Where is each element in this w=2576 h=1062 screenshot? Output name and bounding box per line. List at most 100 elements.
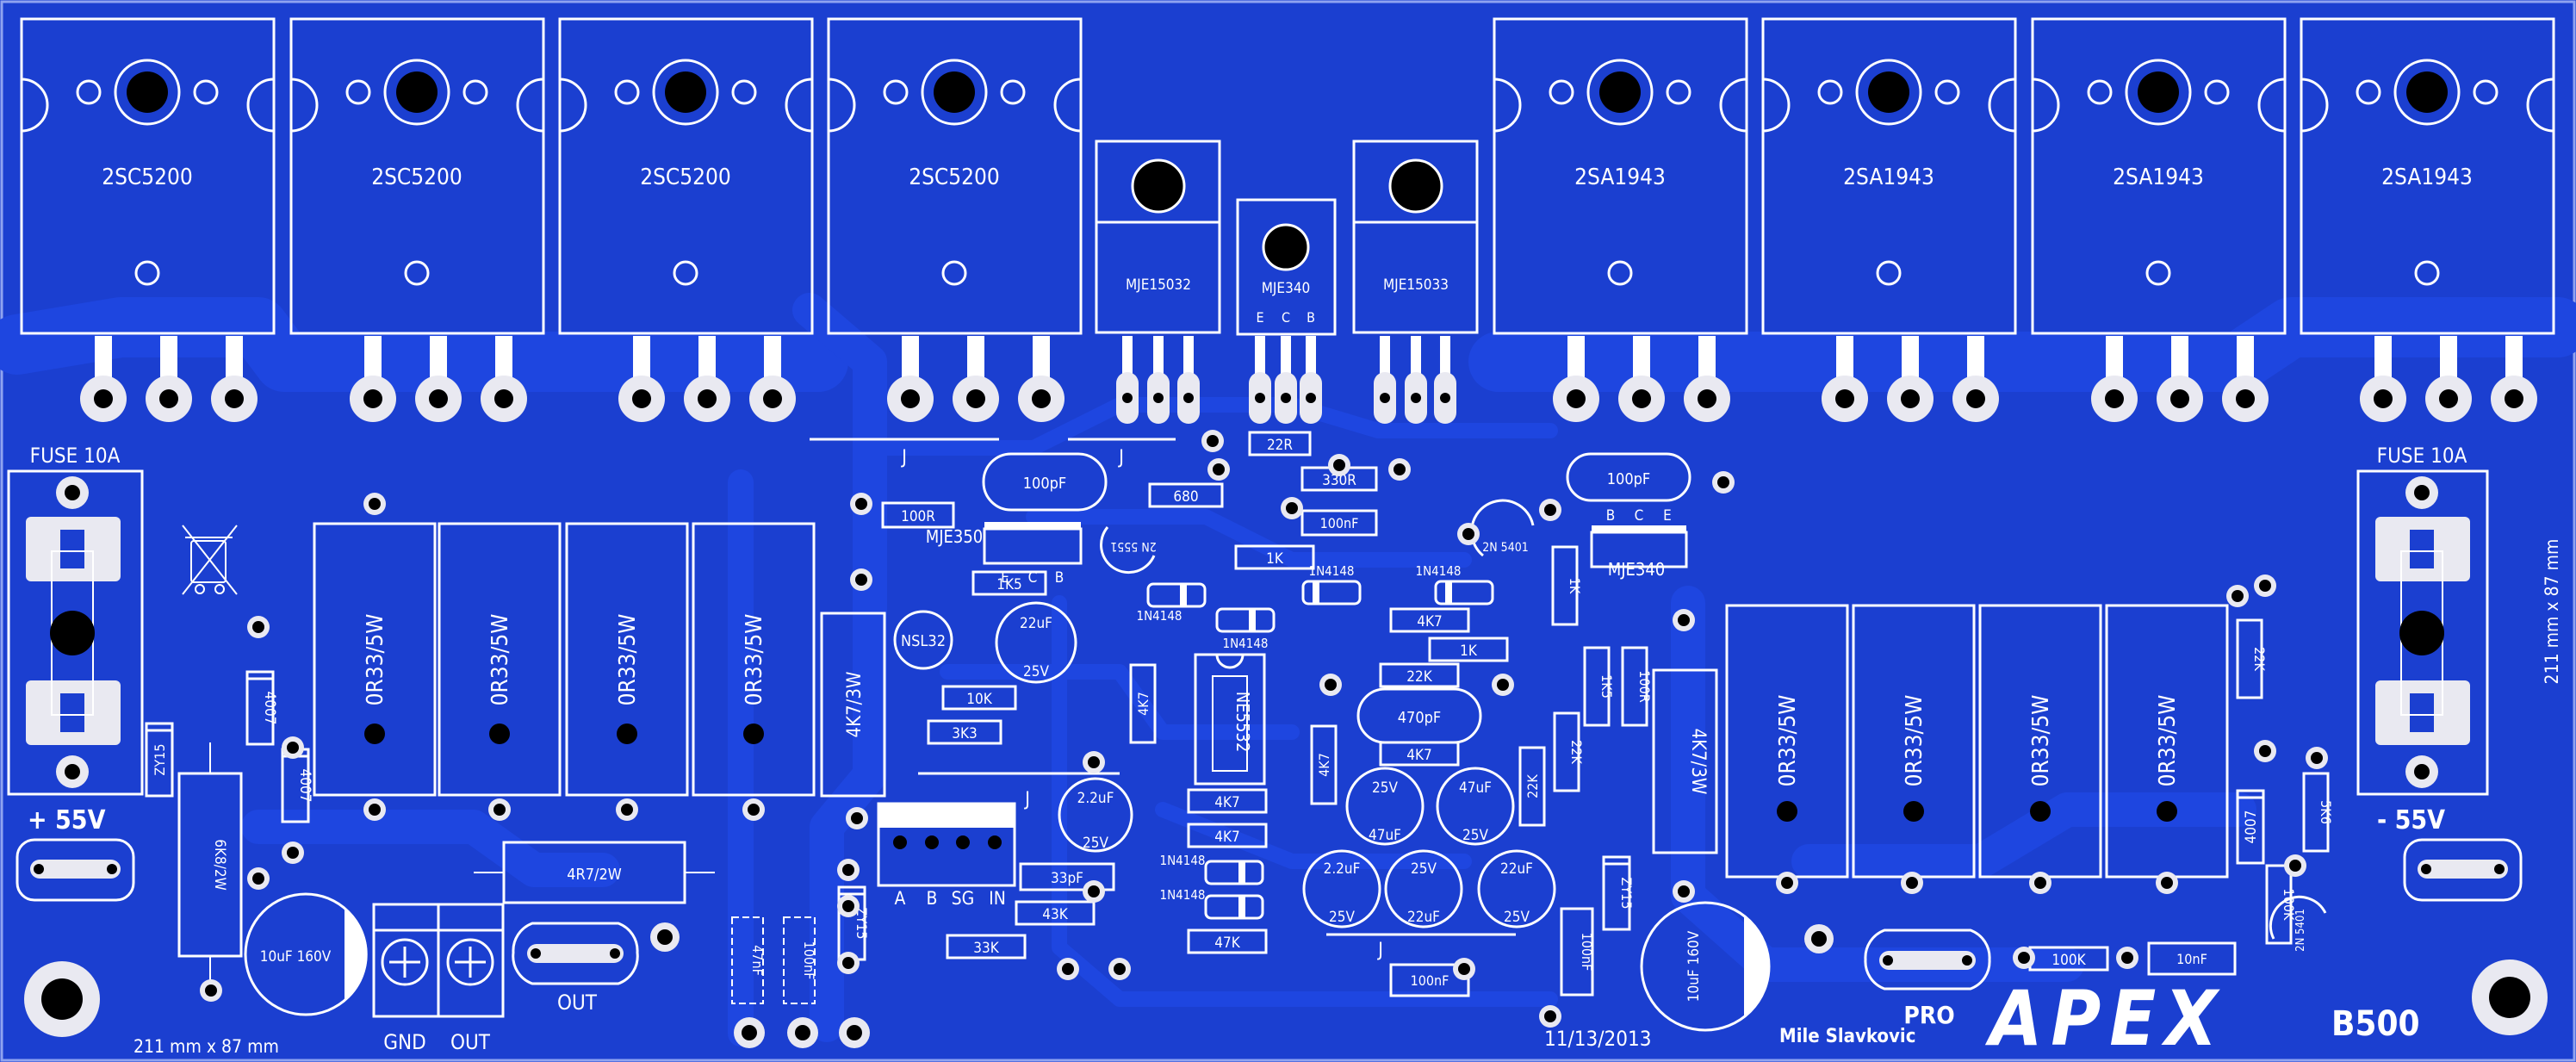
transistor-leg <box>495 336 512 379</box>
svg-text:0R33/5W: 0R33/5W <box>2028 695 2054 787</box>
svg-text:4K7: 4K7 <box>1214 794 1239 811</box>
input-pin-sg: SG <box>952 888 975 909</box>
output-transistor-5: 2SA1943 <box>1493 17 1748 335</box>
svg-text:B: B <box>1606 507 1616 525</box>
via-hole <box>2121 952 2133 964</box>
svg-text:1N4148: 1N4148 <box>1159 853 1205 868</box>
svg-text:C: C <box>1028 569 1038 587</box>
input-pin-a: A <box>895 888 906 909</box>
diode-1n4148: 1N4148 <box>1159 887 1264 920</box>
drill-hole <box>763 389 782 408</box>
resistor-1k: 1K <box>1551 545 1583 626</box>
via-hole <box>1458 963 1470 975</box>
transistor-label: 2SC5200 <box>102 165 193 190</box>
svg-text:4K7/3W: 4K7/3W <box>1687 729 1709 795</box>
transistor-mje340-small: B C E MJE340 <box>1590 507 1688 580</box>
emitter-resistor: 0R33/5W <box>438 522 562 797</box>
cap-10uf-160v-left: 10uF 160V <box>244 892 368 1016</box>
cap-22uf: 22uF 25V <box>995 601 1077 684</box>
drill-hole <box>1835 389 1854 408</box>
svg-text:0R33/5W: 0R33/5W <box>2155 695 2181 787</box>
model-label: B500 <box>2331 1004 2420 1044</box>
transistor-label: 2SA1943 <box>1843 165 1934 190</box>
via-hole <box>1717 476 1729 488</box>
transistor-mje350: MJE350 E C B <box>926 522 1083 587</box>
via-hole <box>1678 885 1690 897</box>
resistor-3k3: 3K3 <box>927 719 1002 745</box>
via-hole <box>287 742 299 754</box>
output-transistor-3: 2SC5200 <box>558 17 814 335</box>
transistor-label: 2SA1943 <box>2381 165 2473 190</box>
via-hole <box>1325 679 1337 691</box>
zener-zy15: ZY15 <box>145 722 174 798</box>
svg-text:25V: 25V <box>1329 909 1355 926</box>
fuse-left-label: FUSE 10A <box>30 444 121 468</box>
resistor-6k8-2w: 6K8/2W <box>177 742 243 986</box>
svg-text:22K: 22K <box>1524 774 1541 798</box>
svg-text:25V: 25V <box>1462 827 1488 844</box>
drill-hole <box>159 389 178 408</box>
date-label: 11/13/2013 <box>1544 1027 1651 1051</box>
via-hole <box>1394 463 1406 475</box>
output-transistor-7: 2SA1943 <box>2031 17 2287 335</box>
svg-text:10K: 10K <box>966 691 992 708</box>
output-transistor-pads <box>80 336 2537 422</box>
via-hole <box>748 804 760 816</box>
via-hole <box>1497 679 1509 691</box>
svg-text:0R33/5W: 0R33/5W <box>1902 695 1927 787</box>
small-resistors: 100R 1K5 10K 3K3 680 22R 330R 1K 4K7 1K … <box>881 431 2237 997</box>
svg-text:J: J <box>1117 447 1124 469</box>
svg-text:4007: 4007 <box>296 769 313 803</box>
transistor-leg <box>2237 336 2254 379</box>
drill-hole <box>1567 389 1586 408</box>
drill-hole <box>1698 389 1716 408</box>
transistor-leg <box>1633 336 1650 379</box>
cap-47nf: 47nF <box>731 916 766 1004</box>
supply-terminal-left <box>16 838 135 902</box>
resistor-1k: 1K <box>1234 544 1315 570</box>
via-hole <box>2311 752 2323 764</box>
drill-hole <box>2170 389 2189 408</box>
svg-text:4007: 4007 <box>261 692 278 725</box>
input-pin-in: IN <box>989 888 1006 909</box>
supply-negative-label: - 55V <box>2377 805 2445 835</box>
transistor-label: 2SC5200 <box>640 165 731 190</box>
svg-text:1N4148: 1N4148 <box>1222 636 1268 651</box>
via-hole <box>2161 877 2173 889</box>
resistor-100r: 100R <box>881 501 955 529</box>
transistor-leg <box>1033 336 1050 379</box>
cap-100pf-right: 100pF <box>1566 452 1691 502</box>
svg-text:E: E <box>1663 507 1672 525</box>
via-hole <box>2034 877 2046 889</box>
drill-hole <box>1032 389 1051 408</box>
diode-1n4148: 1N4148 <box>1136 582 1207 624</box>
transistor-leg <box>1967 336 1984 379</box>
svg-text:100K: 100K <box>2051 952 2086 969</box>
resistor-22k: 22K <box>1379 662 1460 688</box>
svg-text:2.2uF: 2.2uF <box>1077 790 1114 807</box>
via-hole <box>369 498 381 510</box>
svg-text:25V: 25V <box>1504 909 1530 926</box>
drill-hole <box>363 389 382 408</box>
vertical-parts: 1K 1K5 100R 22K 22K 4K7 4K7 22K 5K6 100K… <box>731 545 2334 1004</box>
transistor-leg <box>764 336 781 379</box>
transistor-leg <box>2106 336 2123 379</box>
ic-ne5532: NE5532 <box>1194 653 1266 786</box>
svg-text:470pF: 470pF <box>1398 709 1442 727</box>
svg-text:1K: 1K <box>1567 578 1583 594</box>
driver-leg <box>1183 336 1194 377</box>
drill-hole <box>1153 393 1164 403</box>
via-hole <box>2259 580 2271 592</box>
svg-text:100nF: 100nF <box>1411 972 1449 989</box>
driver-leg <box>1255 336 1265 377</box>
drill-hole <box>2439 389 2458 408</box>
svg-text:47K: 47K <box>1214 935 1240 952</box>
svg-text:47nF: 47nF <box>749 945 766 976</box>
resistor-100r: 100R <box>1621 646 1653 727</box>
supply-terminal-right <box>2403 838 2523 902</box>
cap-100nf: 100nF <box>783 916 817 1004</box>
transistor-leg <box>2440 336 2457 379</box>
resistor-4k7: 4K7 <box>1310 724 1338 805</box>
driver-leg <box>1153 336 1164 377</box>
cap-100pf: 100pF <box>982 452 1108 512</box>
